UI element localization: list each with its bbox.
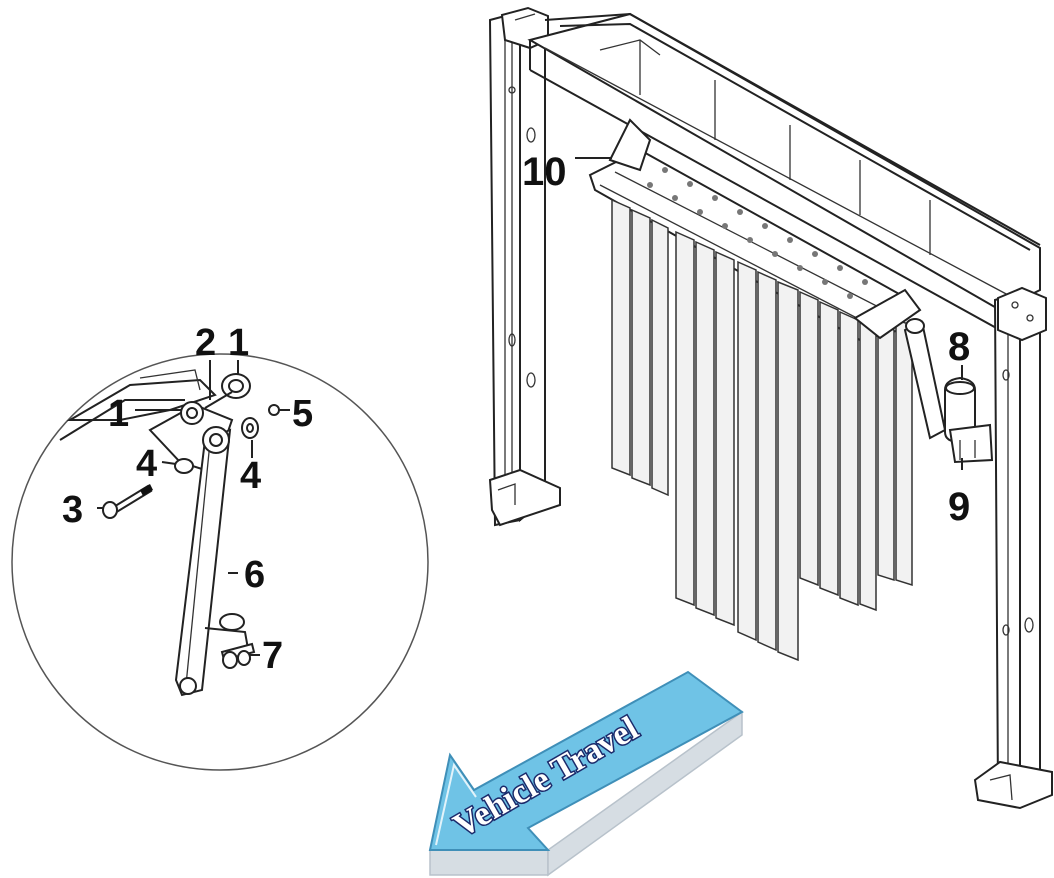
lever-arm xyxy=(174,426,232,697)
detail-leaders xyxy=(97,360,290,656)
callout-10: 10 xyxy=(522,150,567,194)
header-dots xyxy=(647,167,868,299)
callout-1-top: 1 xyxy=(228,322,249,364)
washer-left xyxy=(174,458,194,474)
callout-7: 7 xyxy=(262,635,283,677)
motor-assembly xyxy=(903,318,994,464)
callout-1-left: 1 xyxy=(108,393,129,435)
callout-4-left: 4 xyxy=(136,443,157,485)
lower-bracket xyxy=(204,613,256,669)
mount-bracket xyxy=(608,118,652,172)
curtain-strips xyxy=(611,198,913,662)
gantry-frame xyxy=(488,6,1053,810)
callout-3: 3 xyxy=(62,489,83,531)
detail-bracket xyxy=(59,369,217,441)
callout-5: 5 xyxy=(292,393,313,435)
nut xyxy=(268,404,280,416)
callout-9: 9 xyxy=(948,485,970,529)
detail-circle xyxy=(11,353,429,771)
top-beam xyxy=(527,12,1041,332)
main-leaders xyxy=(575,157,963,470)
washer-right xyxy=(241,417,259,439)
callout-6: 6 xyxy=(244,554,265,596)
callout-8: 8 xyxy=(948,325,970,369)
pin xyxy=(204,391,233,409)
detail-view: 1 2 1 4 4 5 3 6 7 xyxy=(11,322,429,771)
callout-2: 2 xyxy=(195,322,216,364)
curtain-assembly xyxy=(588,118,922,662)
bolt xyxy=(102,484,153,519)
left-column xyxy=(488,6,561,527)
arrow-face xyxy=(428,670,744,851)
bushing-top xyxy=(221,373,251,399)
callout-4-right: 4 xyxy=(240,455,261,497)
vehicle-travel-arrow: Vehicle Travel xyxy=(428,670,744,877)
right-column xyxy=(973,286,1053,810)
